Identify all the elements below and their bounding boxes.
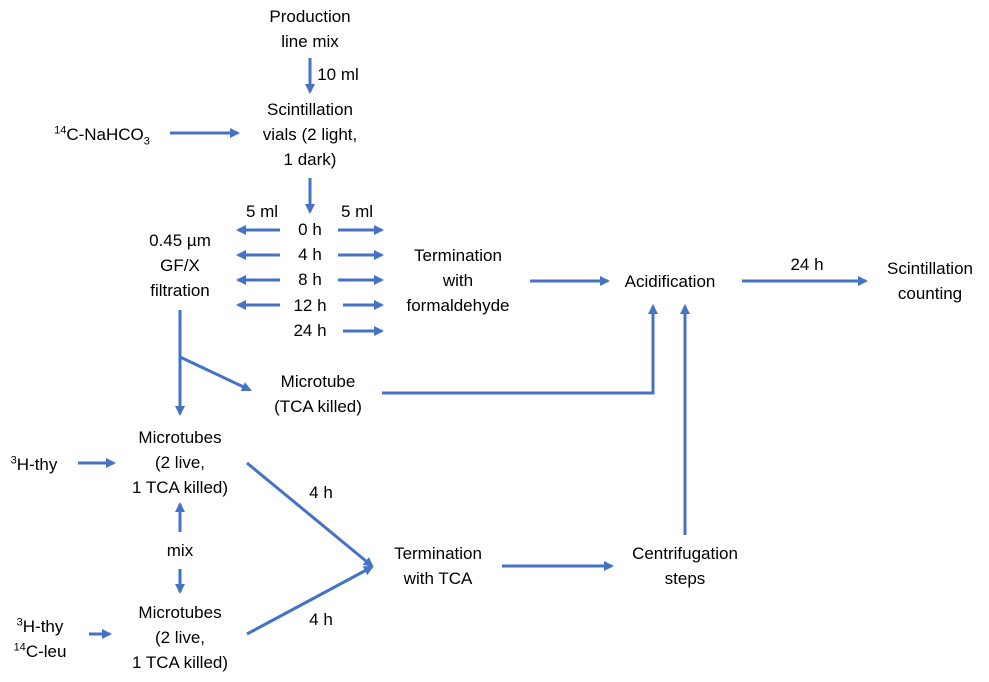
label-mix: mix [166, 541, 194, 560]
arrow-microtube-tca-to-acidification [382, 304, 658, 395]
arrow-filtration-to-microtube-tca [179, 355, 252, 392]
isotope-sup: 14 [54, 124, 67, 137]
node-text: with [442, 271, 474, 290]
node-text: with TCA [403, 569, 473, 588]
time-label-0h: 0 h [298, 220, 322, 239]
node-text: filtration [150, 281, 210, 300]
node-text: Microtubes [138, 603, 222, 622]
compound-name: C-leu [25, 642, 67, 661]
node-text: Termination [414, 246, 502, 265]
node-text: (TCA killed) [274, 397, 362, 416]
isotope-sup: 14 [13, 641, 26, 654]
label-5ml-left: 5 ml [245, 202, 279, 221]
node-text: (2 live, [154, 453, 206, 472]
node-termination-formaldehyde: Termination with formaldehyde [406, 243, 509, 318]
node-text: Centrifugation [632, 544, 738, 563]
node-text: formaldehyde [406, 296, 510, 315]
node-14c-nahco3: 14C-NaHCO3 [54, 122, 150, 147]
arrow-microtubes2-to-term-tca [246, 565, 374, 636]
isotope-sup: 3 [16, 616, 23, 629]
node-microtube-tca-killed: Microtube (TCA killed) [274, 369, 362, 419]
compound-name: C-NaHCO [66, 125, 144, 144]
compound-name: H-thy [16, 455, 58, 474]
time-label-24h: 24 h [293, 321, 327, 340]
node-text: 1 TCA killed) [131, 478, 229, 497]
label-4h-upper: 4 h [309, 483, 333, 502]
compound-sub: 3 [143, 135, 150, 148]
node-microtubes-thy-leu: Microtubes (2 live, 1 TCA killed) [132, 600, 228, 675]
label-5ml-right: 5 ml [340, 202, 374, 221]
node-text: (2 live, [154, 628, 206, 647]
arrow-microtubes1-to-term-tca [246, 461, 374, 568]
node-text: counting [897, 284, 963, 303]
node-termination-tca: Termination with TCA [394, 541, 482, 591]
time-label-8h: 8 h [298, 270, 322, 289]
node-text: Microtube [280, 372, 356, 391]
node-text: Scintillation [266, 100, 353, 119]
node-filtration: 0.45 µm GF/X filtration [149, 228, 211, 303]
node-centrifugation-steps: Centrifugation steps [632, 541, 738, 591]
compound-name: H-thy [22, 617, 64, 636]
label-4h-lower: 4 h [309, 610, 333, 629]
node-production-line-mix: Production line mix [269, 4, 350, 54]
node-microtubes-thy: Microtubes (2 live, 1 TCA killed) [132, 425, 228, 500]
node-text: vials (2 light, [262, 125, 358, 144]
node-text: 3H-thy [14, 614, 67, 639]
label-10ml: 10 ml [317, 65, 359, 84]
node-text: Acidification [624, 272, 716, 291]
node-text: steps [664, 569, 706, 588]
node-text: line mix [281, 32, 339, 51]
node-text: 1 dark) [283, 150, 337, 169]
node-3h-thy-14c-leu: 3H-thy 14C-leu [14, 614, 67, 664]
node-text: Scintillation [887, 259, 973, 278]
node-text: Production [269, 7, 351, 26]
node-scintillation-vials: Scintillation vials (2 light, 1 dark) [263, 97, 357, 172]
node-text: 1 TCA killed) [131, 653, 229, 672]
node-text: Microtubes [138, 428, 222, 447]
node-acidification: Acidification [625, 269, 716, 294]
isotope-sup: 3 [10, 454, 17, 467]
label-24h-counting: 24 h [790, 255, 824, 274]
node-text: Termination [394, 544, 482, 563]
node-text: 0.45 µm [149, 231, 211, 250]
node-text: 14C-leu [14, 639, 67, 664]
time-label-12h: 12 h [293, 296, 327, 315]
node-3h-thy: 3H-thy [11, 452, 58, 477]
node-text: GF/X [160, 256, 200, 275]
node-scintillation-counting: Scintillation counting [887, 256, 973, 306]
time-label-4h: 4 h [298, 245, 322, 264]
